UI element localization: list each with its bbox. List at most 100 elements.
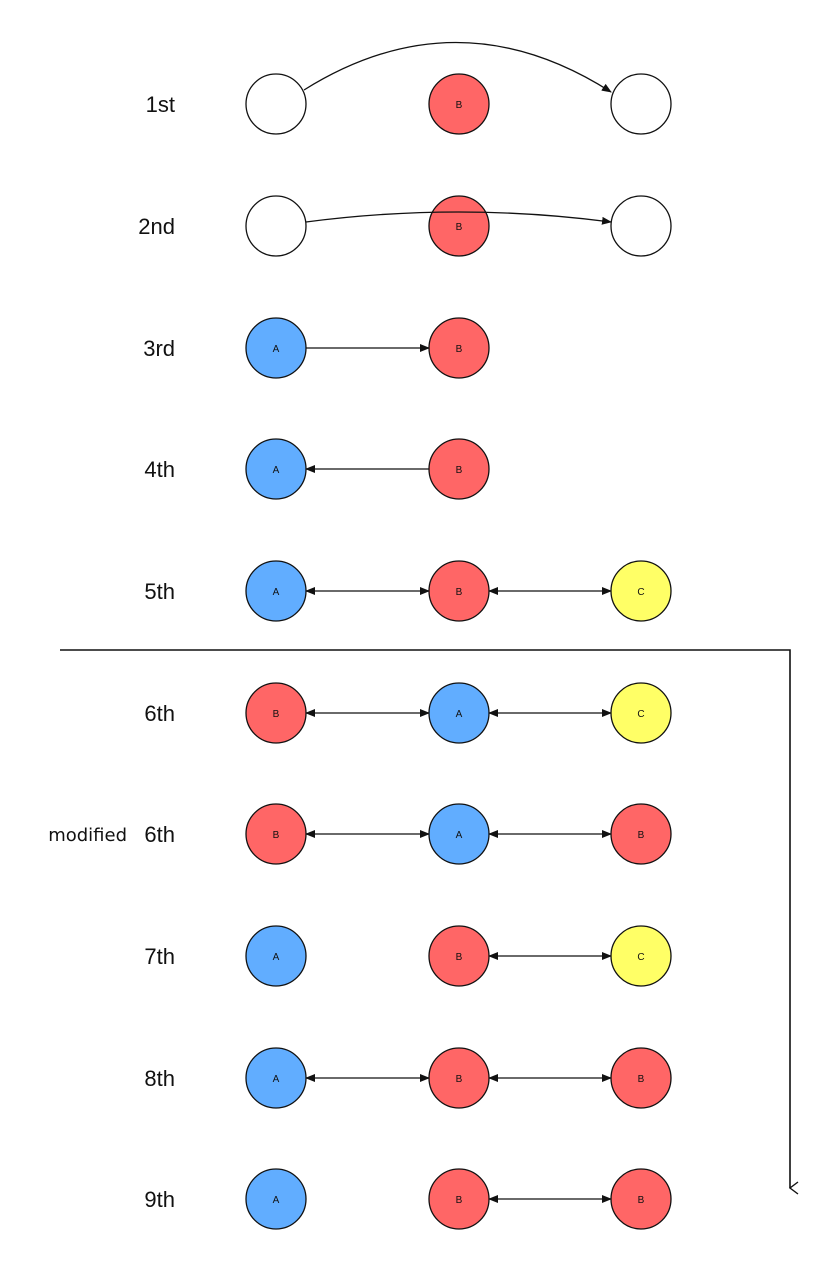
node-a-circle [245,1047,307,1109]
row-label: 8th [144,1066,175,1091]
empty-node [245,73,307,135]
node-label: B [273,709,280,720]
node-a: A [428,682,490,744]
node-a-circle [245,438,307,500]
node-label: A [273,465,280,476]
node-a-circle [245,317,307,379]
node-label: A [273,587,280,598]
divider-line [60,649,790,1188]
node-label: A [273,952,280,963]
node-b-circle [428,195,490,257]
node-b: B [428,195,490,257]
node-label: B [638,830,645,841]
row: 3rd A B [143,317,490,379]
nodes: A B C [245,925,672,987]
node-a: A [245,925,307,987]
node-c-circle [610,682,672,744]
row-label: 1st [146,92,175,117]
node-label: A [273,1195,280,1206]
node-b-circle [428,73,490,135]
row: 2nd B [138,195,672,257]
row-label-prefix: modified [48,825,127,846]
node-a: A [245,438,307,500]
empty-node [610,195,672,257]
node-label: B [456,1074,463,1085]
node-label: B [456,952,463,963]
node-label: C [637,587,644,598]
row: 8th A B B [144,1047,672,1109]
node-a: A [245,1168,307,1230]
node-b-circle [428,1047,490,1109]
node-b: B [428,925,490,987]
node-label: B [456,344,463,355]
row-label: 3rd [143,336,175,361]
node-label: C [637,709,644,720]
nodes: B [245,73,672,135]
node-c-circle [610,925,672,987]
node-label: B [456,1195,463,1206]
empty-node-circle [245,195,307,257]
node-b: B [428,317,490,379]
node-a: A [245,560,307,622]
node-label: B [456,587,463,598]
empty-node [610,73,672,135]
node-a-circle [245,925,307,987]
node-b-circle [428,317,490,379]
node-a-circle [428,803,490,865]
edges [305,211,612,225]
row-label: 2nd [138,214,175,239]
node-label: A [456,830,463,841]
node-b-circle [610,803,672,865]
node-a: A [245,317,307,379]
node-c: C [610,925,672,987]
nodes: B [245,195,672,257]
node-c-circle [610,560,672,622]
node-b: B [428,560,490,622]
node-c: C [610,682,672,744]
node-a: A [245,1047,307,1109]
row: 1st B [146,41,672,135]
edges [303,41,612,93]
node-b-circle [245,803,307,865]
node-c: C [610,560,672,622]
node-b: B [428,73,490,135]
node-a-circle [245,560,307,622]
node-b: B [610,1168,672,1230]
node-a: A [428,803,490,865]
node-b-circle [428,560,490,622]
row-label: 7th [144,944,175,969]
node-label: A [273,1074,280,1085]
node-b-circle [428,925,490,987]
empty-node-circle [610,73,672,135]
row-label: 5th [144,579,175,604]
node-b: B [428,1168,490,1230]
node-a-circle [428,682,490,744]
node-label: B [456,100,463,111]
node-label: B [456,222,463,233]
node-b: B [428,438,490,500]
node-b: B [610,1047,672,1109]
edge-arc-arrow [303,41,612,93]
node-b-circle [428,438,490,500]
node-b: B [610,803,672,865]
edge-arc-arrow [305,211,612,225]
node-label: B [456,465,463,476]
row: 7th A B C [144,925,672,987]
node-label: A [273,344,280,355]
node-label: A [456,709,463,720]
row-label: 6th [144,701,175,726]
node-b-circle [610,1168,672,1230]
node-b: B [245,803,307,865]
node-label: B [273,830,280,841]
node-b: B [245,682,307,744]
node-label: B [638,1074,645,1085]
